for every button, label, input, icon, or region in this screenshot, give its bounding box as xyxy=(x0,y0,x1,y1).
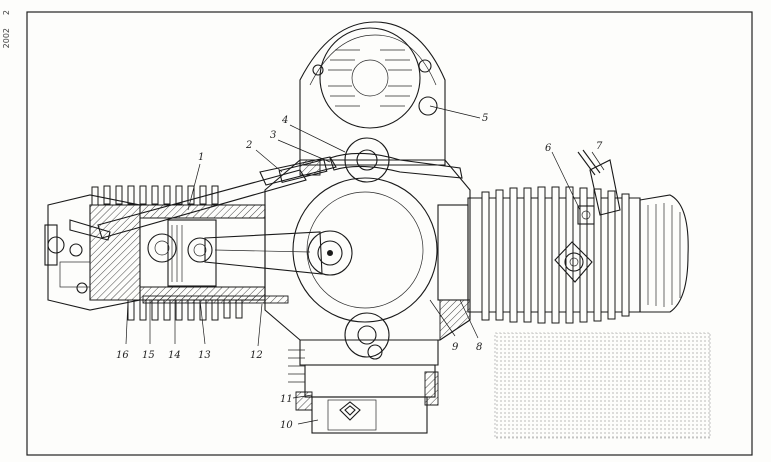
callout-11: 11 xyxy=(280,394,293,405)
callout-2: 2 xyxy=(245,140,252,151)
crankcase xyxy=(264,137,471,360)
oil-sump xyxy=(288,340,439,434)
id-plate xyxy=(494,332,711,439)
callout-14: 14 xyxy=(168,350,181,361)
callout-8: 8 xyxy=(476,342,482,353)
crankpin xyxy=(307,230,353,276)
callout-4: 4 xyxy=(281,115,288,126)
sheet-frame xyxy=(26,11,753,456)
callout-16: 16 xyxy=(116,350,129,361)
crank-web xyxy=(292,177,438,323)
callout-13: 13 xyxy=(198,350,211,361)
callout-1: 1 xyxy=(198,152,204,163)
callout-labels: 1 2 3 4 5 6 7 8 9 10 11 12 13 14 15 16 xyxy=(116,113,603,431)
callout-10: 10 xyxy=(280,420,293,431)
generator-pulley xyxy=(319,27,421,129)
cylinder-wall-upper xyxy=(139,204,266,219)
generator-mount-bolt xyxy=(418,96,438,116)
left-cylinder-fins xyxy=(91,185,243,321)
connecting-rod xyxy=(204,231,323,275)
callout-3: 3 xyxy=(270,130,276,141)
callout-12: 12 xyxy=(250,350,263,361)
oil-filter-housing xyxy=(311,396,428,434)
right-cylinder-assembly xyxy=(437,149,689,324)
generator-housing xyxy=(299,21,446,166)
piston-pin xyxy=(187,237,213,263)
camshaft-gear xyxy=(344,137,390,183)
right-valve-cover xyxy=(639,194,689,313)
throttle-body xyxy=(278,158,328,184)
sump-fins xyxy=(288,349,305,383)
piston xyxy=(167,219,217,287)
callout-6: 6 xyxy=(545,143,552,154)
oil-pump-gear xyxy=(344,312,390,358)
left-cylinder-assembly xyxy=(44,185,323,321)
generator-vents xyxy=(328,49,412,107)
pushrod-tube xyxy=(142,295,289,304)
combustion-chamber xyxy=(147,233,177,263)
leader-lines xyxy=(125,105,605,425)
callout-7: 7 xyxy=(596,141,603,152)
exhaust-flange xyxy=(554,241,593,283)
callout-5: 5 xyxy=(482,113,488,124)
intake-manifold xyxy=(97,152,463,239)
valve-cover-left xyxy=(44,224,58,266)
cylinder-base-flange xyxy=(437,204,469,301)
right-cylinder-fins xyxy=(481,186,630,324)
spark-plug-boss xyxy=(577,205,595,225)
callout-9: 9 xyxy=(452,342,459,353)
rocker-arm xyxy=(69,219,111,241)
oil-filter-element xyxy=(339,401,361,421)
spark-plug-cap xyxy=(589,159,621,216)
callout-15: 15 xyxy=(142,350,155,361)
